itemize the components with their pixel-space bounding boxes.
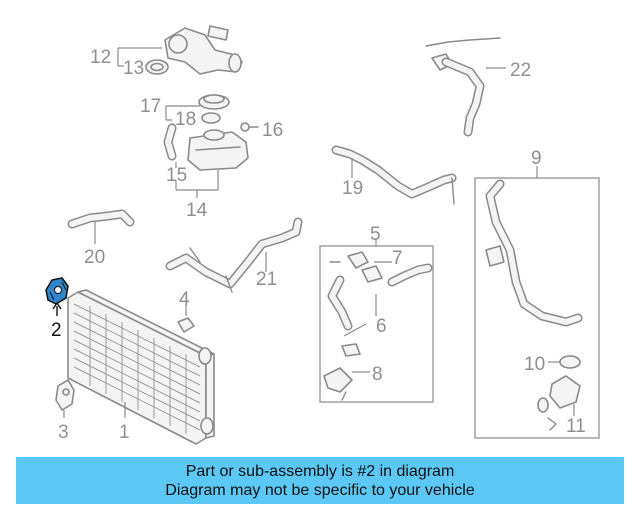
part-13-seal[interactable] [145, 59, 169, 75]
part-3-bracket[interactable] [55, 379, 75, 411]
callout-21[interactable]: 21 [256, 269, 277, 290]
callout-20[interactable]: 20 [84, 247, 105, 268]
part-11-flange[interactable] [537, 375, 581, 431]
callout-8[interactable]: 8 [372, 364, 383, 385]
callout-1[interactable]: 1 [119, 422, 130, 443]
part-5-hoses[interactable] [323, 251, 433, 401]
radiator-fins [73, 303, 201, 434]
part-4-bolt[interactable] [177, 317, 195, 333]
callout-4[interactable]: 4 [179, 289, 190, 310]
callout-12[interactable]: 12 [90, 47, 111, 68]
part-12-housing[interactable] [164, 25, 243, 75]
leader-12-13 [117, 47, 162, 67]
callout-11[interactable]: 11 [566, 416, 586, 437]
part-21-pipe[interactable] [165, 217, 303, 293]
callout-6[interactable]: 6 [376, 316, 387, 337]
callout-18[interactable]: 18 [175, 109, 196, 130]
callout-14[interactable]: 14 [186, 200, 208, 221]
part-9-lower-hose[interactable] [485, 179, 583, 327]
callout-2[interactable]: 2 [51, 320, 62, 341]
part-10-seal[interactable] [559, 355, 581, 369]
callout-22[interactable]: 22 [510, 60, 531, 81]
callout-19[interactable]: 19 [342, 178, 363, 199]
part-17-cap[interactable] [198, 94, 230, 110]
banner-line-2: Diagram may not be specific to your vehi… [165, 481, 475, 499]
info-banner: Part or sub-assembly is #2 in diagram Di… [16, 457, 624, 504]
part-19-pipe[interactable] [331, 145, 457, 205]
callout-9[interactable]: 9 [531, 148, 542, 169]
callout-5[interactable]: 5 [370, 224, 381, 245]
callout-17[interactable]: 17 [140, 96, 161, 117]
callout-15[interactable]: 15 [166, 165, 187, 186]
banner-line-1: Part or sub-assembly is #2 in diagram [185, 462, 455, 480]
part-20-hose[interactable] [67, 209, 135, 229]
callout-13[interactable]: 13 [123, 58, 144, 79]
part-1-radiator[interactable] [67, 289, 215, 445]
part-15-hose[interactable] [163, 123, 177, 161]
callout-3[interactable]: 3 [58, 422, 69, 443]
callout-10[interactable]: 10 [524, 354, 545, 375]
part-18-seal[interactable] [201, 112, 221, 124]
part-16-bolt[interactable] [240, 122, 259, 132]
callout-16[interactable]: 16 [262, 120, 283, 141]
leader-2-arrow [52, 301, 62, 310]
parts-diagram: 12 13 17 18 16 15 14 20 21 [45, 25, 600, 445]
callout-7[interactable]: 7 [392, 248, 403, 269]
leader-17-18 [165, 105, 200, 121]
part-14-expansion-tank[interactable] [187, 129, 249, 171]
leader-6 [343, 294, 377, 337]
part-2-mount-highlighted[interactable] [45, 277, 69, 305]
part-22-hose[interactable] [425, 37, 501, 137]
leader-14-15 [175, 162, 219, 198]
